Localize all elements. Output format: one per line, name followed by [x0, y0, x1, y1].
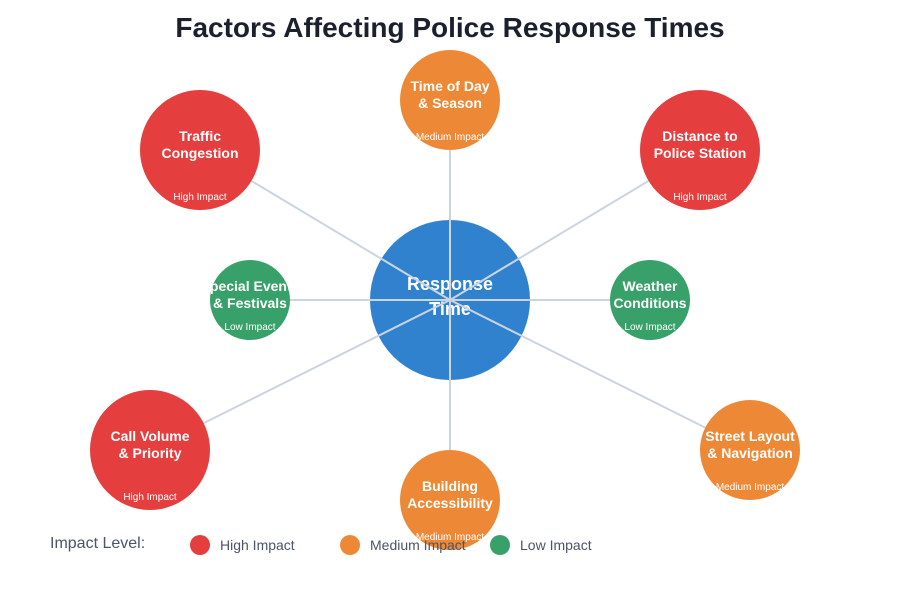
legend-dot-medium	[340, 535, 360, 555]
legend-dot-high	[190, 535, 210, 555]
factor-title-traffic-line-1: Traffic	[179, 128, 221, 144]
factor-circle-street-layout	[700, 400, 800, 500]
factor-circle-distance	[640, 90, 760, 210]
legend-label-high: High Impact	[220, 537, 295, 553]
factor-title-call-volume-line-1: Call Volume	[110, 428, 189, 444]
factor-title-traffic-line-2: Congestion	[162, 145, 239, 161]
legend-title: Impact Level:	[50, 535, 146, 552]
factor-circle-call-volume	[90, 390, 210, 510]
factor-impact-traffic: High Impact	[173, 192, 227, 203]
factor-title-building-line-1: Building	[422, 478, 478, 494]
legend-label-low: Low Impact	[520, 537, 592, 553]
factor-title-building-line-2: Accessibility	[407, 495, 493, 511]
factor-impact-time-of-day: Medium Impact	[416, 132, 485, 143]
factor-circle-weather	[610, 260, 690, 340]
factor-title-street-layout-line-1: Street Layout	[705, 428, 795, 444]
legend-dot-low	[490, 535, 510, 555]
impact-legend: Impact Level: High Impact Medium Impact …	[50, 534, 870, 556]
factor-impact-call-volume: High Impact	[123, 492, 177, 503]
factor-impact-weather: Low Impact	[624, 322, 675, 333]
factor-impact-distance: High Impact	[673, 192, 727, 203]
factor-title-time-of-day-line-2: & Season	[418, 95, 482, 111]
factor-title-weather-line-1: Weather	[623, 278, 679, 294]
factor-impact-special-events: Low Impact	[224, 322, 275, 333]
factor-title-distance-line-1: Distance to	[662, 128, 737, 144]
factor-title-street-layout-line-2: & Navigation	[707, 445, 793, 461]
factor-circle-building	[400, 450, 500, 550]
factor-title-special-events-line-1: Special Events	[201, 278, 300, 294]
factor-title-call-volume-line-2: & Priority	[118, 445, 181, 461]
factor-circle-time-of-day	[400, 50, 500, 150]
legend-label-medium: Medium Impact	[370, 537, 466, 553]
factor-title-time-of-day-line-1: Time of Day	[410, 78, 489, 94]
factor-impact-street-layout: Medium Impact	[716, 482, 785, 493]
factor-impact-building: Medium Impact	[416, 532, 485, 543]
factor-title-special-events-line-2: & Festivals	[213, 295, 287, 311]
factor-circle-traffic	[140, 90, 260, 210]
factor-title-distance-line-2: Police Station	[654, 145, 747, 161]
connector-street-layout	[449, 299, 751, 451]
factor-circle-special-events	[210, 260, 290, 340]
page-title: Factors Affecting Police Response Times	[175, 12, 725, 43]
factor-title-weather-line-2: Conditions	[613, 295, 686, 311]
